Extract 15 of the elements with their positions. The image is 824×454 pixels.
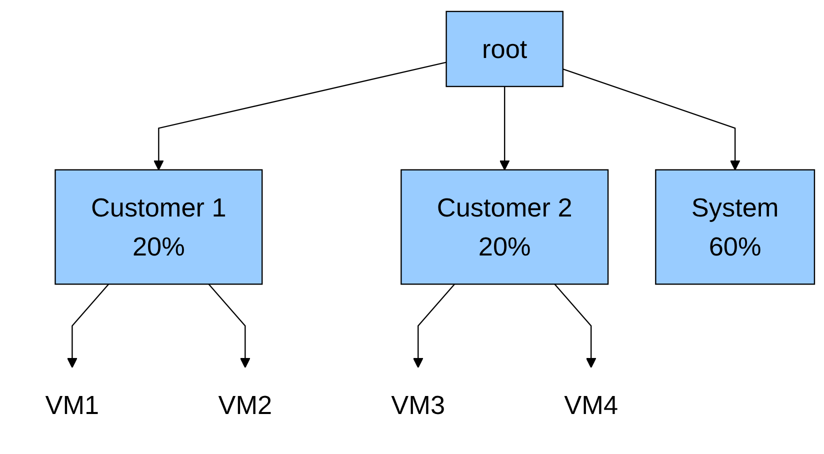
arrow [153,62,446,170]
arrow [66,284,110,368]
arrow [412,284,456,368]
arrow [562,68,740,170]
arrow [208,284,250,368]
arrow [499,86,510,170]
node-text: VM1 [45,390,100,420]
node-box: System 60% [655,169,816,285]
node-text: VM2 [218,390,272,420]
node-box: Customer 2 20% [400,169,609,285]
arrow [554,284,596,368]
node-text: VM3 [391,390,446,420]
node-text: VM4 [564,390,618,420]
node-box: root [446,10,564,88]
node-box: Customer 1 20% [54,169,263,285]
